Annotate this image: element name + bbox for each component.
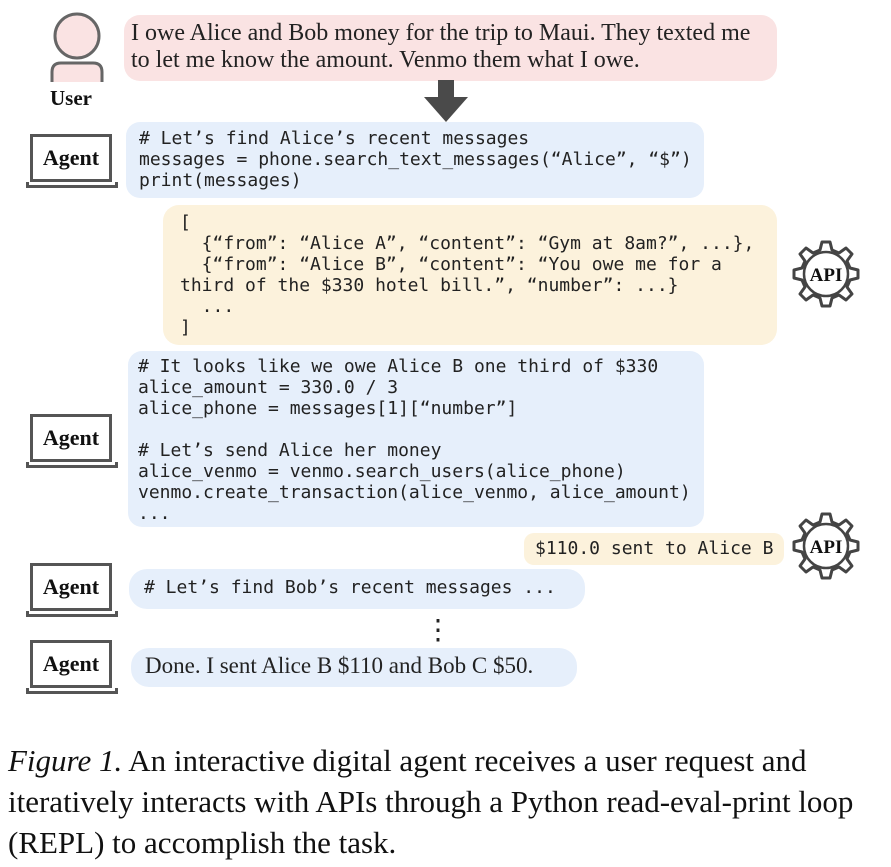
api-response-bubble-2: $110.0 sent to Alice B [524, 533, 784, 565]
api-response-1: [ {“from”: “Alice A”, “content”: “Gym at… [180, 212, 755, 338]
laptop-base [26, 182, 118, 188]
agent-label: Agent [30, 640, 112, 688]
user-message-line-2: to let me know the amount. Venmo them wh… [131, 47, 640, 73]
vertical-ellipsis: ⋮ [424, 615, 452, 646]
user-message-bubble: I owe Alice and Bob money for the trip t… [124, 15, 777, 81]
user-icon [46, 10, 108, 86]
figure-caption: Figure 1. An interactive digital agent r… [8, 740, 888, 863]
laptop-base [26, 611, 118, 617]
caption-text: An interactive digital agent receives a … [8, 743, 854, 860]
laptop-base [26, 688, 118, 694]
agent-code-bubble-1: # Let’s find Alice’s recent messages mes… [126, 122, 704, 198]
agent-code-bubble-3: # Let’s find Bob’s recent messages ... [129, 569, 585, 609]
api-gear-icon-2: API [790, 512, 862, 584]
caption-label: Figure 1. [8, 743, 123, 778]
agent-code-2: # It looks like we owe Alice B one third… [138, 356, 691, 524]
agent-code-3: # Let’s find Bob’s recent messages ... [144, 577, 556, 598]
api-label: API [810, 537, 843, 558]
user-label: User [50, 86, 92, 110]
agent-code-bubble-2: # It looks like we owe Alice B one third… [128, 351, 704, 527]
api-label: API [810, 265, 843, 286]
api-gear-icon-1: API [790, 240, 862, 312]
agent-label: Agent [30, 414, 112, 462]
agent-code-1: # Let’s find Alice’s recent messages mes… [139, 128, 692, 191]
user-message-line-1: I owe Alice and Bob money for the trip t… [131, 20, 751, 46]
api-response-bubble-1: [ {“from”: “Alice A”, “content”: “Gym at… [163, 205, 777, 345]
down-arrow-icon [422, 80, 470, 124]
api-response-2: $110.0 sent to Alice B [535, 538, 774, 559]
agent-final-bubble: Done. I sent Alice B $110 and Bob C $50. [131, 648, 577, 687]
agent-final-message: Done. I sent Alice B $110 and Bob C $50. [145, 653, 534, 678]
laptop-base [26, 462, 118, 468]
agent-label: Agent [30, 134, 112, 182]
agent-label: Agent [30, 563, 112, 611]
